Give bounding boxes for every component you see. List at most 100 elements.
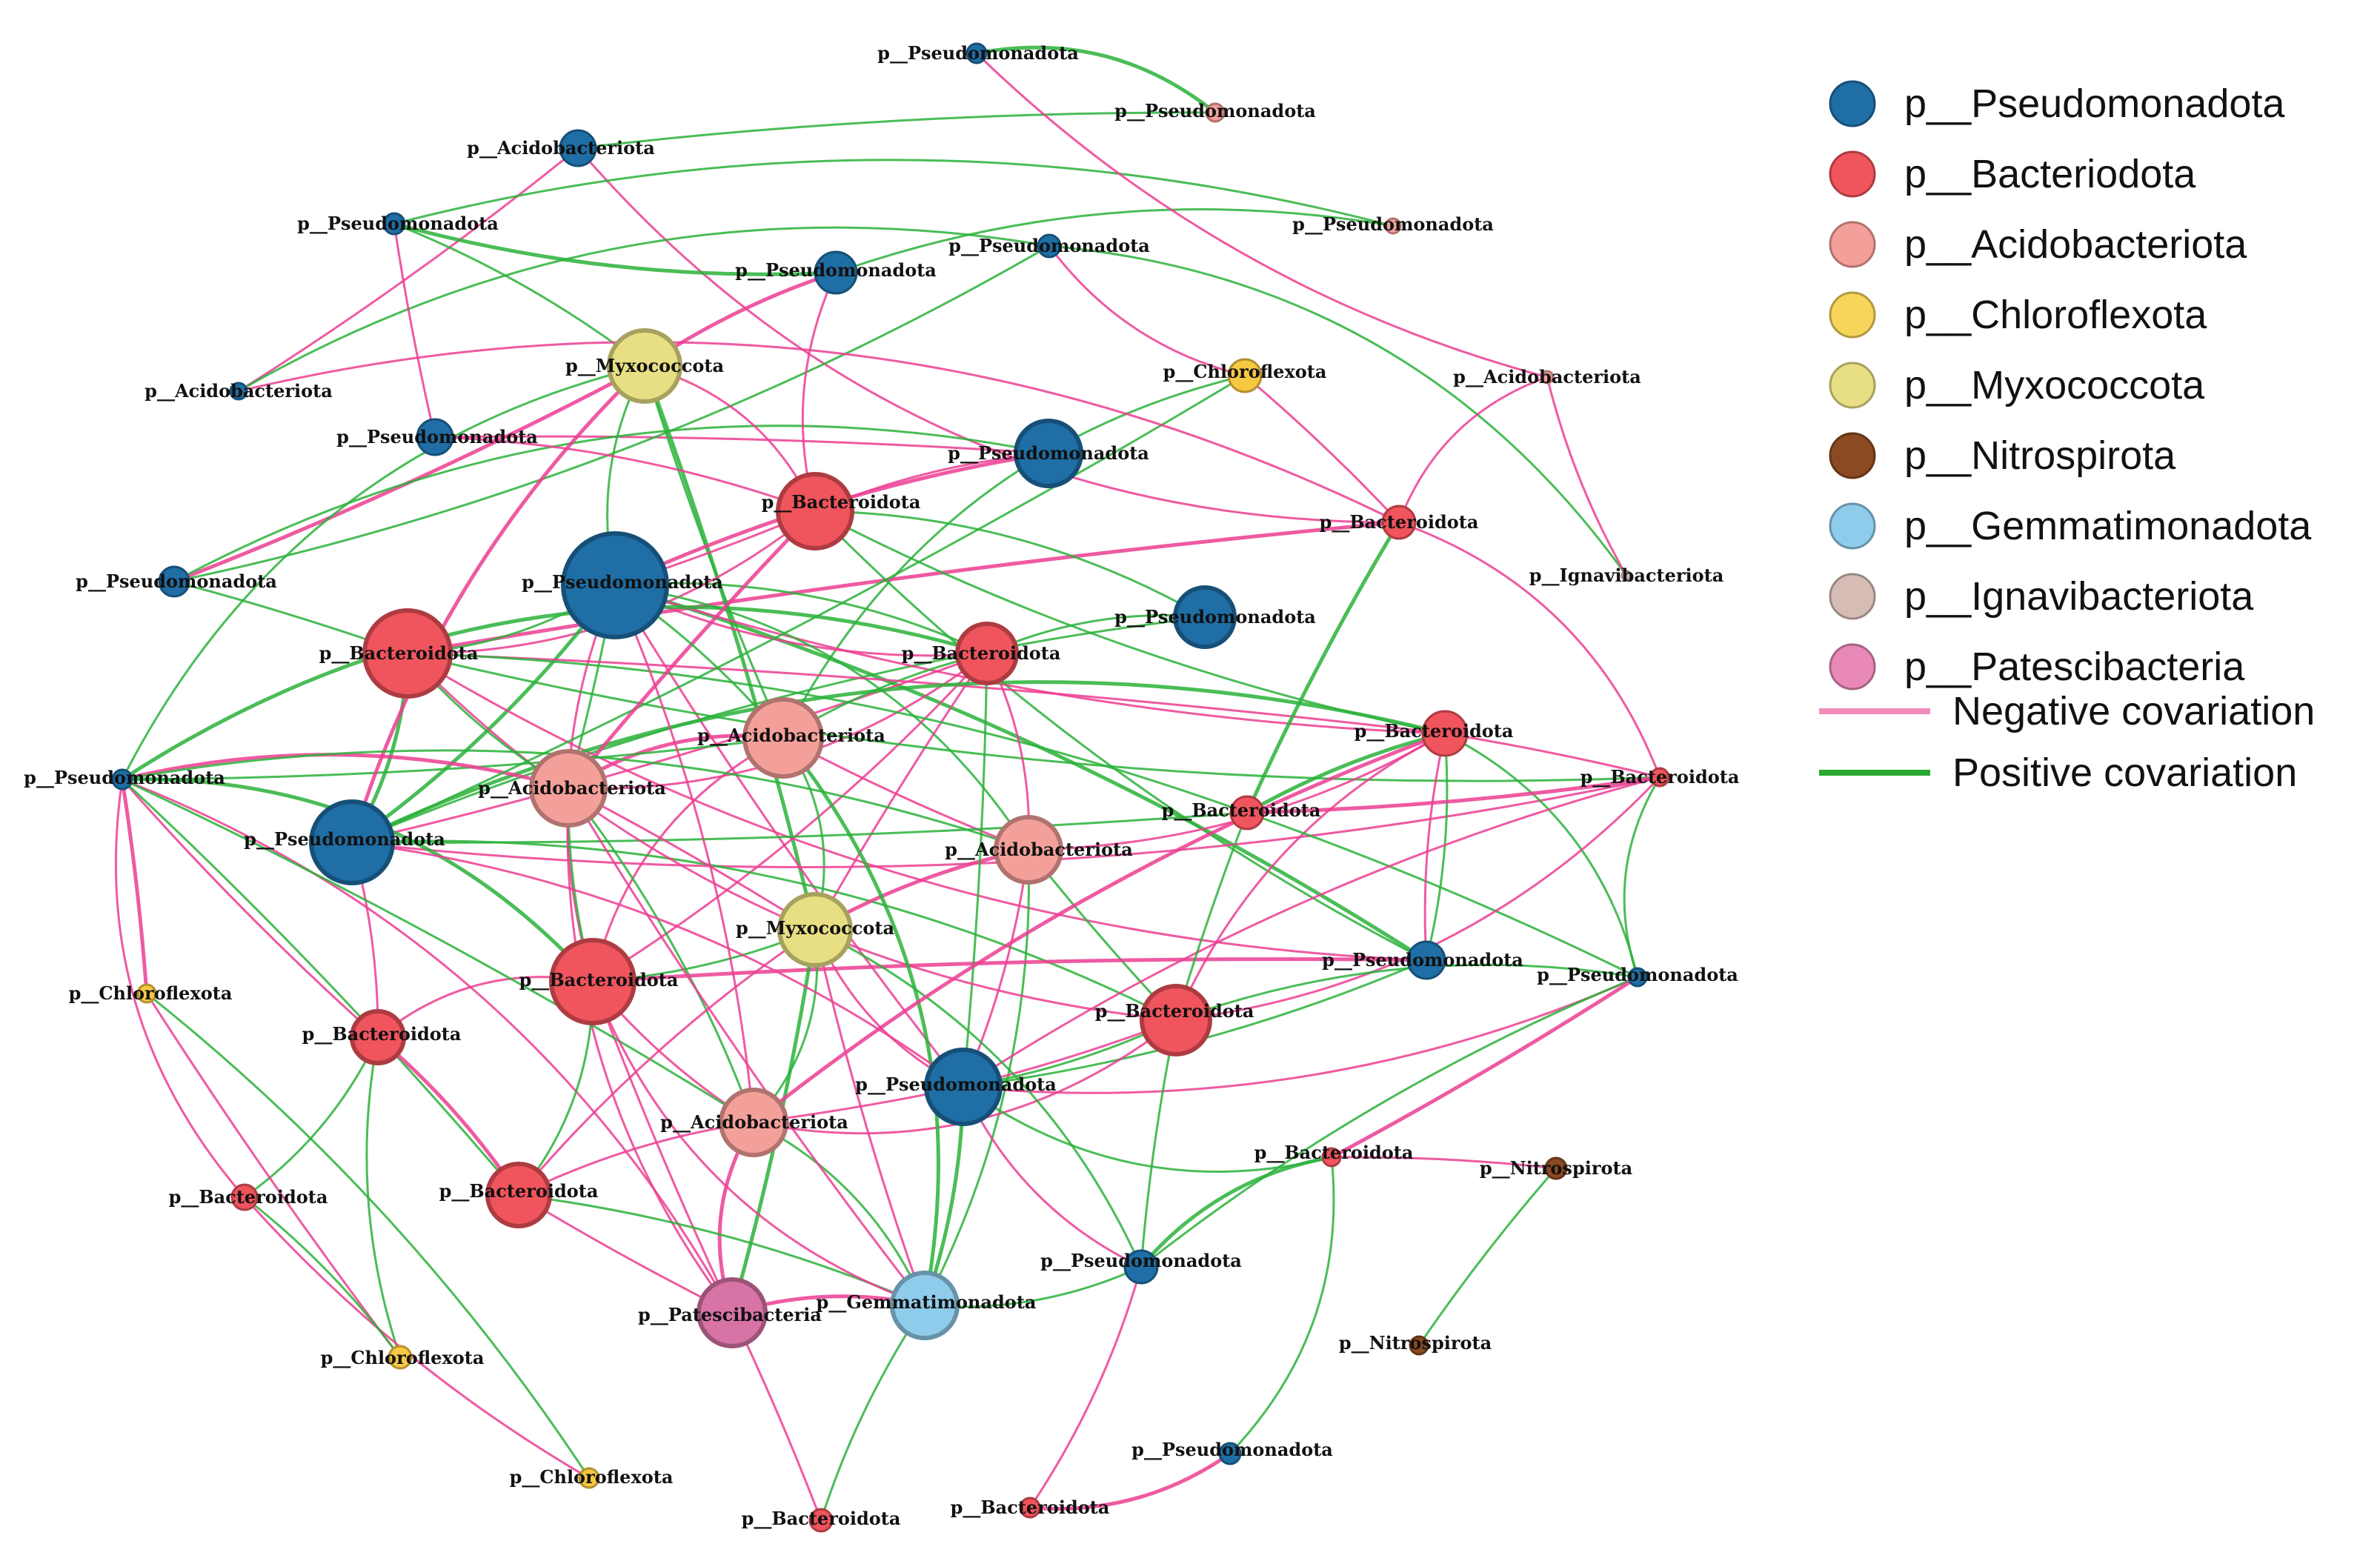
node-label: p__Bacteroidota (742, 1508, 901, 1529)
negative-edge (614, 584, 1446, 735)
node-label: p__Bacteroidota (302, 1023, 462, 1045)
legend-label: p__Ignavibacteriota (1904, 574, 2254, 619)
legend-swatch (1829, 80, 1876, 127)
negative-edge (351, 652, 988, 844)
positive-edge (244, 1196, 402, 1358)
negative-edge (1423, 733, 1446, 961)
negative-edge (393, 223, 436, 438)
node-nitrospirota (1409, 1335, 1429, 1356)
node-bacteroidota (485, 1162, 552, 1228)
node-label: p__Acidobacteriota (478, 777, 666, 799)
negative-edge (1048, 245, 1246, 377)
node-label: p__Acidobacteriota (1453, 366, 1641, 387)
node-pseudomonadota (1173, 585, 1237, 649)
positive-edge (577, 111, 1216, 150)
node-label: p__Myxococcota (736, 917, 894, 939)
legend-label: p__Myxococcota (1904, 363, 2205, 407)
positive-edge (1140, 1019, 1177, 1268)
legend-swatch (1829, 221, 1876, 268)
negative-edge (114, 779, 246, 1198)
positive-edge (1048, 244, 1628, 576)
legend-swatch (1829, 573, 1876, 620)
node-pseudomonadota (1123, 1249, 1159, 1285)
positive-edge (814, 510, 1427, 962)
legend-label: p__Chloroflexota (1904, 293, 2207, 337)
node-pseudomonadota (924, 1048, 1003, 1126)
positive-edge (1246, 731, 1446, 815)
node-pseudomonadota (559, 129, 597, 167)
node-label: p__Bacteroidota (762, 491, 921, 513)
node-label: p__Bacteroidota (902, 642, 1061, 664)
negative-edge (1331, 1156, 1557, 1170)
positive-edge (393, 159, 1394, 227)
legend-label: p__Nitrospirota (1904, 433, 2176, 478)
negative-edge (238, 341, 1400, 524)
positive-edge (1229, 1156, 1335, 1455)
node-label: p__Pseudomonadota (1040, 1250, 1242, 1271)
positive-edge (1444, 732, 1639, 978)
negative-edge (814, 929, 926, 1306)
positive-edge (782, 736, 940, 1306)
node-pseudomonadota (965, 42, 988, 64)
legend-label: Negative covariation (1952, 689, 2315, 733)
node-label: p__Acidobacteriota (697, 725, 885, 746)
node-bacteroidota (1019, 1497, 1041, 1519)
node-pseudomonadota (1014, 419, 1083, 488)
negative-edge (614, 585, 965, 1088)
positive-edge (923, 849, 1031, 1306)
positive-edge (962, 653, 988, 1088)
positive-edge (567, 788, 755, 1123)
negative-edge (1330, 975, 1639, 1159)
negative-edge (592, 652, 988, 983)
legend-label: Positive covariation (1952, 750, 2297, 795)
negative-edge (238, 147, 579, 393)
negative-edge (243, 1196, 590, 1480)
node-bacteroidota (362, 608, 453, 699)
node-bacteroidota (1649, 767, 1670, 788)
positive-edge (963, 1085, 1332, 1174)
node-bacteroidota (808, 1508, 834, 1533)
negative-edge (434, 436, 816, 513)
positive-edge (614, 584, 1030, 851)
positive-edge (753, 1121, 926, 1306)
negative-edge (122, 778, 734, 1314)
node-acidobacteriota (1384, 217, 1402, 235)
node-chloroflexota (136, 983, 157, 1004)
node-label: p__Bacteroidota (519, 969, 679, 991)
positive-edge (1623, 776, 1661, 978)
negative-edge (121, 779, 379, 1039)
node-label: p__Gemmatimonadota (817, 1291, 1037, 1313)
node-bacteroidota (1229, 795, 1265, 831)
negative-edge (567, 788, 926, 1306)
positive-edge (122, 778, 754, 1124)
node-pseudomonadota (111, 768, 133, 791)
node-pseudomonadota (416, 418, 454, 456)
node-bacteroidota (350, 1009, 406, 1065)
positive-edge (407, 652, 1661, 782)
positive-edge (351, 374, 1246, 844)
negative-edge (963, 776, 1661, 1088)
node-layer: p__Pseudomonadota p__Pseudomonadota p__Aci… (24, 42, 1739, 1533)
negative-edge (1028, 1266, 1143, 1508)
positive-edge (407, 652, 1248, 814)
node-chloroflexota (388, 1345, 413, 1370)
negative-edge (752, 731, 1446, 1124)
node-myxococcota (607, 328, 682, 404)
positive-edge (122, 736, 784, 781)
positive-edge (1246, 811, 1638, 979)
negative-edge (351, 841, 964, 1088)
node-label: p__Myxococcota (565, 355, 724, 376)
legend-swatch (1829, 643, 1876, 690)
node-pseudomonadota (561, 531, 669, 639)
positive-edge (393, 222, 645, 367)
node-label: p__Patescibacteria (638, 1304, 822, 1325)
node-label: p__Bacteroidota (439, 1180, 599, 1202)
node-label: p__Pseudomonadota (1114, 100, 1316, 122)
node-pseudomonadota (229, 382, 248, 401)
node-label: p__Pseudomonadota (1322, 949, 1523, 971)
node-pseudomonadota (1406, 940, 1446, 980)
negative-edge (591, 981, 925, 1307)
node-label: p__Pseudomonadota (336, 426, 538, 447)
legend-label: p__Patescibacteria (1904, 645, 2245, 689)
node-acidobacteriota (529, 749, 608, 828)
